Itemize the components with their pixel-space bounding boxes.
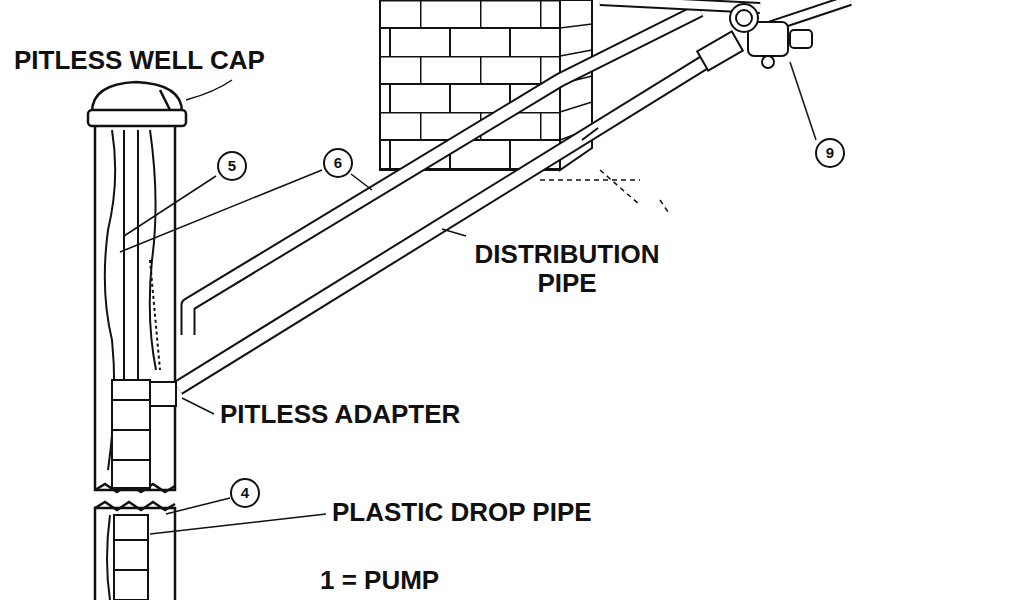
- leader-lines: [120, 62, 816, 534]
- distribution-pipe: [178, 62, 705, 388]
- pressure-valve: [600, 0, 850, 71]
- part-label: PLASTIC DROP PIPE: [330, 498, 594, 527]
- callout-number: 9: [815, 138, 845, 168]
- callout-number: 6: [323, 148, 353, 178]
- part-label: DISTRIBUTION PIPE: [440, 240, 694, 298]
- key-label: 1 = PUMP: [318, 566, 441, 595]
- callout-number: 5: [217, 151, 247, 181]
- drop-pipe-and-pump: [105, 130, 176, 600]
- callout-number: 4: [230, 478, 260, 508]
- well-casing: [95, 120, 175, 600]
- well-cap: [88, 82, 186, 126]
- part-label: PITLESS WELL CAP: [12, 46, 267, 75]
- part-label: PITLESS ADAPTER: [218, 400, 462, 429]
